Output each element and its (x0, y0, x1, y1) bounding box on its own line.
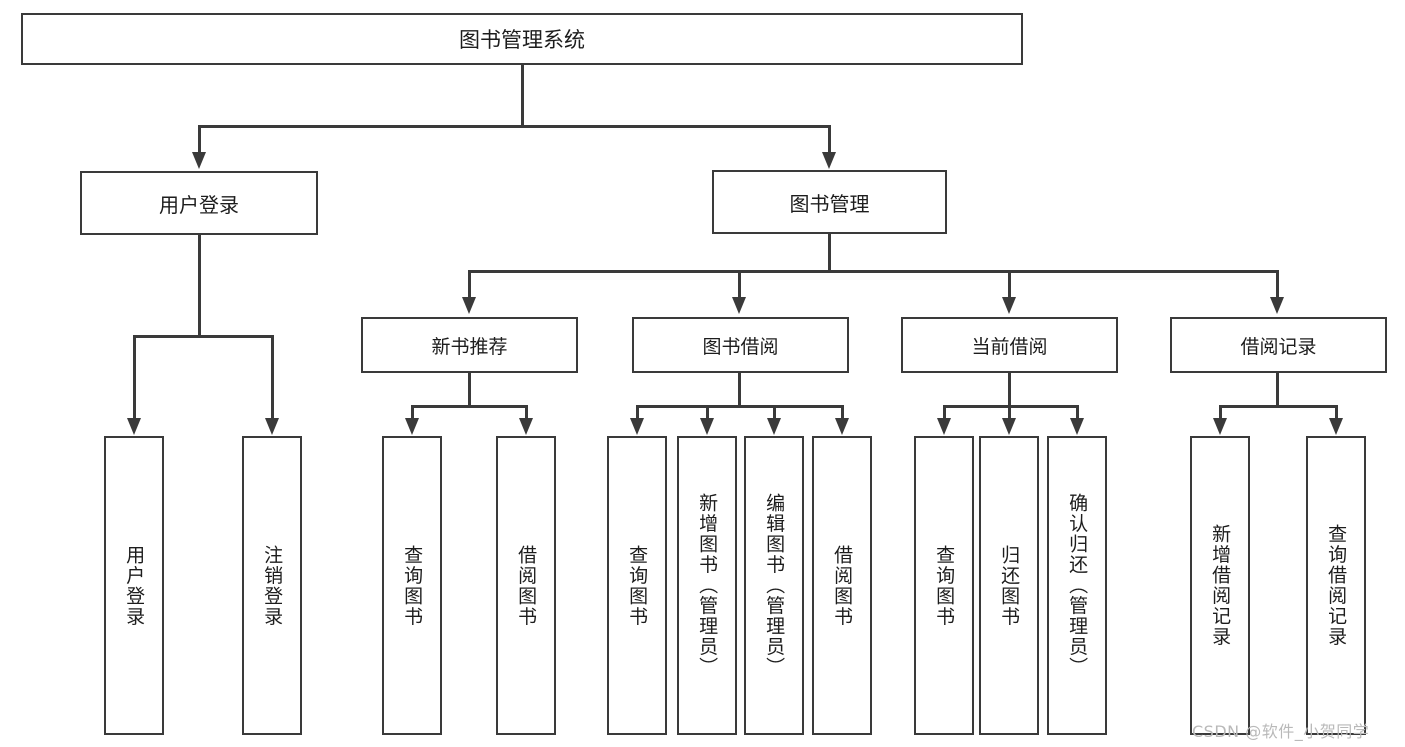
arrowhead-current-borrow (1002, 297, 1016, 314)
arrowhead-leaf-new-book-1 (405, 418, 419, 435)
leaf-current-borrow-return[interactable]: 归还图书 (979, 436, 1039, 735)
connector-drop-book-borrow (738, 270, 741, 298)
connector-drop-leaf-user-login-2 (271, 335, 274, 419)
node-book-borrow[interactable]: 图书借阅 (632, 317, 849, 373)
connector-drop-leaf-new-book-2 (525, 405, 528, 419)
connector-drop-new-book (468, 270, 471, 298)
node-new-book-recommend[interactable]: 新书推荐 (361, 317, 578, 373)
connector-book-borrow-bus (637, 405, 843, 408)
arrowhead-user-login (192, 152, 206, 169)
connector-drop-leaf-current-borrow-2 (1008, 405, 1011, 419)
connector-drop-borrow-record (1276, 270, 1279, 298)
connector-drop-leaf-user-login-1 (133, 335, 136, 419)
node-current-borrow[interactable]: 当前借阅 (901, 317, 1118, 373)
arrowhead-leaf-current-borrow-1 (937, 418, 951, 435)
node-user-login[interactable]: 用户登录 (80, 171, 318, 235)
arrowhead-leaf-book-borrow-4 (835, 418, 849, 435)
leaf-borrow-record-add[interactable]: 新增借阅记录 (1190, 436, 1250, 735)
connector-new-book-stem (468, 373, 471, 405)
arrowhead-leaf-current-borrow-2 (1002, 418, 1016, 435)
connector-drop-user-login (198, 125, 201, 153)
connector-drop-leaf-current-borrow-1 (943, 405, 946, 419)
arrowhead-leaf-current-borrow-3 (1070, 418, 1084, 435)
arrowhead-borrow-record (1270, 297, 1284, 314)
arrowhead-leaf-user-login-1 (127, 418, 141, 435)
connector-drop-leaf-new-book-1 (411, 405, 414, 419)
leaf-user-login-login[interactable]: 用户登录 (104, 436, 164, 735)
arrowhead-leaf-user-login-2 (265, 418, 279, 435)
arrowhead-leaf-book-borrow-1 (630, 418, 644, 435)
arrowhead-leaf-borrow-record-1 (1213, 418, 1227, 435)
connector-level1-bus (199, 125, 831, 128)
connector-drop-leaf-current-borrow-3 (1076, 405, 1079, 419)
connector-new-book-bus (412, 405, 527, 408)
leaf-book-borrow-borrow[interactable]: 借阅图书 (812, 436, 872, 735)
connector-book-manage-stem (828, 234, 831, 270)
arrowhead-leaf-book-borrow-3 (767, 418, 781, 435)
leaf-user-login-logout[interactable]: 注销登录 (242, 436, 302, 735)
leaf-book-borrow-add[interactable]: 新增图书（管理员） (677, 436, 737, 735)
arrowhead-book-borrow (732, 297, 746, 314)
connector-drop-leaf-borrow-record-2 (1335, 405, 1338, 419)
connector-level2-bus (469, 270, 1278, 273)
connector-drop-leaf-book-borrow-3 (773, 405, 776, 419)
leaf-borrow-record-query[interactable]: 查询借阅记录 (1306, 436, 1366, 735)
connector-drop-leaf-book-borrow-4 (841, 405, 844, 419)
connector-drop-leaf-book-borrow-2 (706, 405, 709, 419)
connector-drop-book-manage (828, 125, 831, 153)
connector-borrow-record-bus (1220, 405, 1337, 408)
leaf-current-borrow-confirm-return[interactable]: 确认归还（管理员） (1047, 436, 1107, 735)
connector-current-borrow-stem (1008, 373, 1011, 405)
connector-drop-current-borrow (1008, 270, 1011, 298)
leaf-new-book-query[interactable]: 查询图书 (382, 436, 442, 735)
connector-drop-leaf-borrow-record-1 (1219, 405, 1222, 419)
arrowhead-book-manage (822, 152, 836, 169)
leaf-book-borrow-edit[interactable]: 编辑图书（管理员） (744, 436, 804, 735)
connector-current-borrow-bus (944, 405, 1078, 408)
connector-user-login-bus (134, 335, 273, 338)
node-root-system[interactable]: 图书管理系统 (21, 13, 1023, 65)
connector-root-stem (521, 65, 524, 125)
connector-drop-leaf-book-borrow-1 (636, 405, 639, 419)
connector-book-borrow-stem (738, 373, 741, 405)
arrowhead-leaf-book-borrow-2 (700, 418, 714, 435)
connector-user-login-stem (198, 235, 201, 335)
connector-borrow-record-stem (1276, 373, 1279, 405)
arrowhead-leaf-borrow-record-2 (1329, 418, 1343, 435)
node-borrow-record[interactable]: 借阅记录 (1170, 317, 1387, 373)
arrowhead-leaf-new-book-2 (519, 418, 533, 435)
leaf-new-book-borrow[interactable]: 借阅图书 (496, 436, 556, 735)
arrowhead-new-book (462, 297, 476, 314)
leaf-book-borrow-query[interactable]: 查询图书 (607, 436, 667, 735)
leaf-current-borrow-query[interactable]: 查询图书 (914, 436, 974, 735)
node-book-management[interactable]: 图书管理 (712, 170, 947, 234)
